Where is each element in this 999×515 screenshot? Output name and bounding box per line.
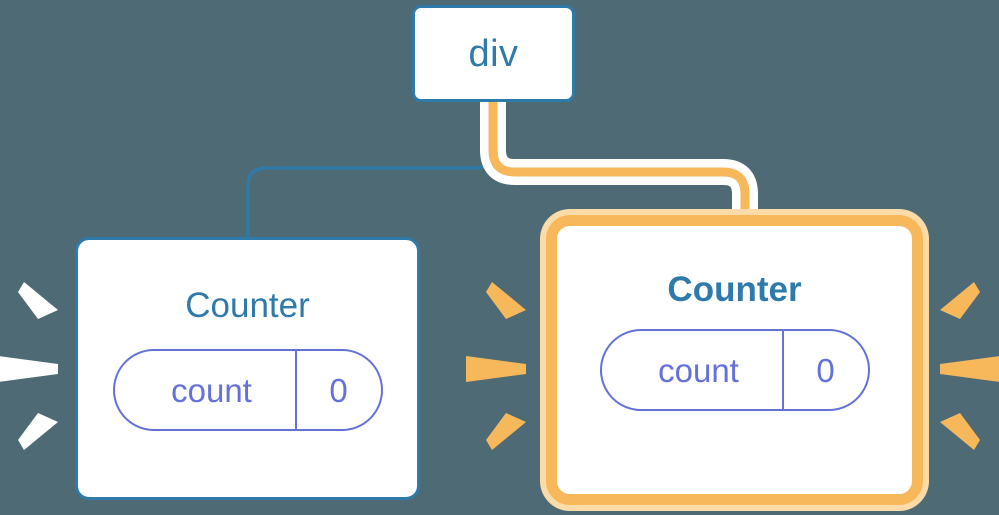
node-counter-right[interactable]: Counter count 0 bbox=[546, 215, 923, 505]
edge-div-to-counter-left bbox=[246, 100, 495, 242]
state-key-right: count bbox=[658, 351, 739, 389]
node-counter-left-title: Counter bbox=[185, 286, 310, 325]
state-pill-left: count 0 bbox=[112, 349, 383, 431]
state-pill-right: count 0 bbox=[599, 329, 870, 411]
node-counter-right-title: Counter bbox=[667, 270, 802, 309]
node-counter-left[interactable]: Counter count 0 bbox=[75, 237, 420, 500]
state-value-left: 0 bbox=[294, 351, 381, 429]
node-div-label: div bbox=[468, 32, 519, 75]
edge-div-to-counter-right bbox=[488, 97, 750, 235]
edge-div-to-counter-right-halo bbox=[480, 89, 758, 243]
node-div[interactable]: div bbox=[412, 5, 575, 102]
state-key-left: count bbox=[171, 371, 252, 409]
state-value-right: 0 bbox=[781, 331, 868, 409]
